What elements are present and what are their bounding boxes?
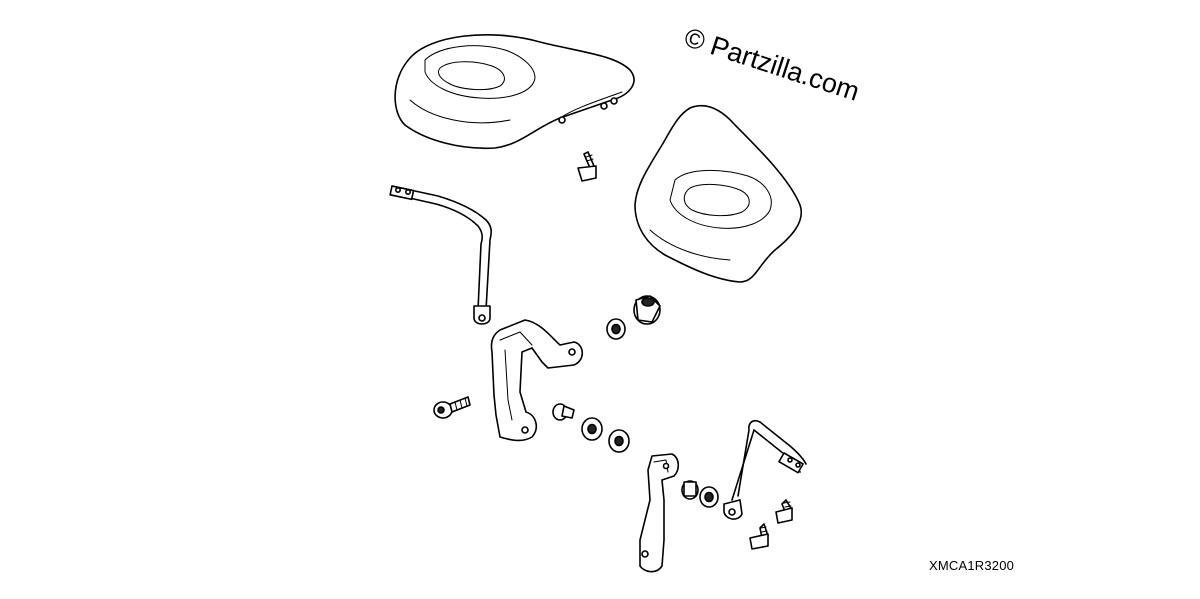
washer-center-2 [608, 429, 630, 453]
bolt-left [433, 396, 471, 419]
cover-stud-2 [600, 102, 608, 110]
washer-lower [699, 486, 719, 508]
lower-bracket [639, 453, 680, 573]
cover-stud-1 [558, 116, 566, 124]
washer-center-1 [581, 417, 603, 441]
upper-left-cover [394, 34, 635, 150]
tapping-screw-lower-1 [775, 499, 793, 524]
left-stay-rod [389, 185, 492, 325]
cover-stud-3 [610, 97, 618, 105]
diagram-code: XMCA1R3200 [929, 558, 1015, 573]
main-bracket [490, 319, 584, 442]
tapping-screw-top [577, 151, 597, 182]
upper-right-cover [634, 104, 803, 283]
right-stay-rod [723, 419, 807, 520]
collar [681, 480, 699, 500]
tapping-screw-lower-2 [749, 523, 769, 550]
clip-grommet [633, 295, 661, 325]
bolt-center [552, 403, 575, 421]
washer-upper [606, 318, 626, 340]
